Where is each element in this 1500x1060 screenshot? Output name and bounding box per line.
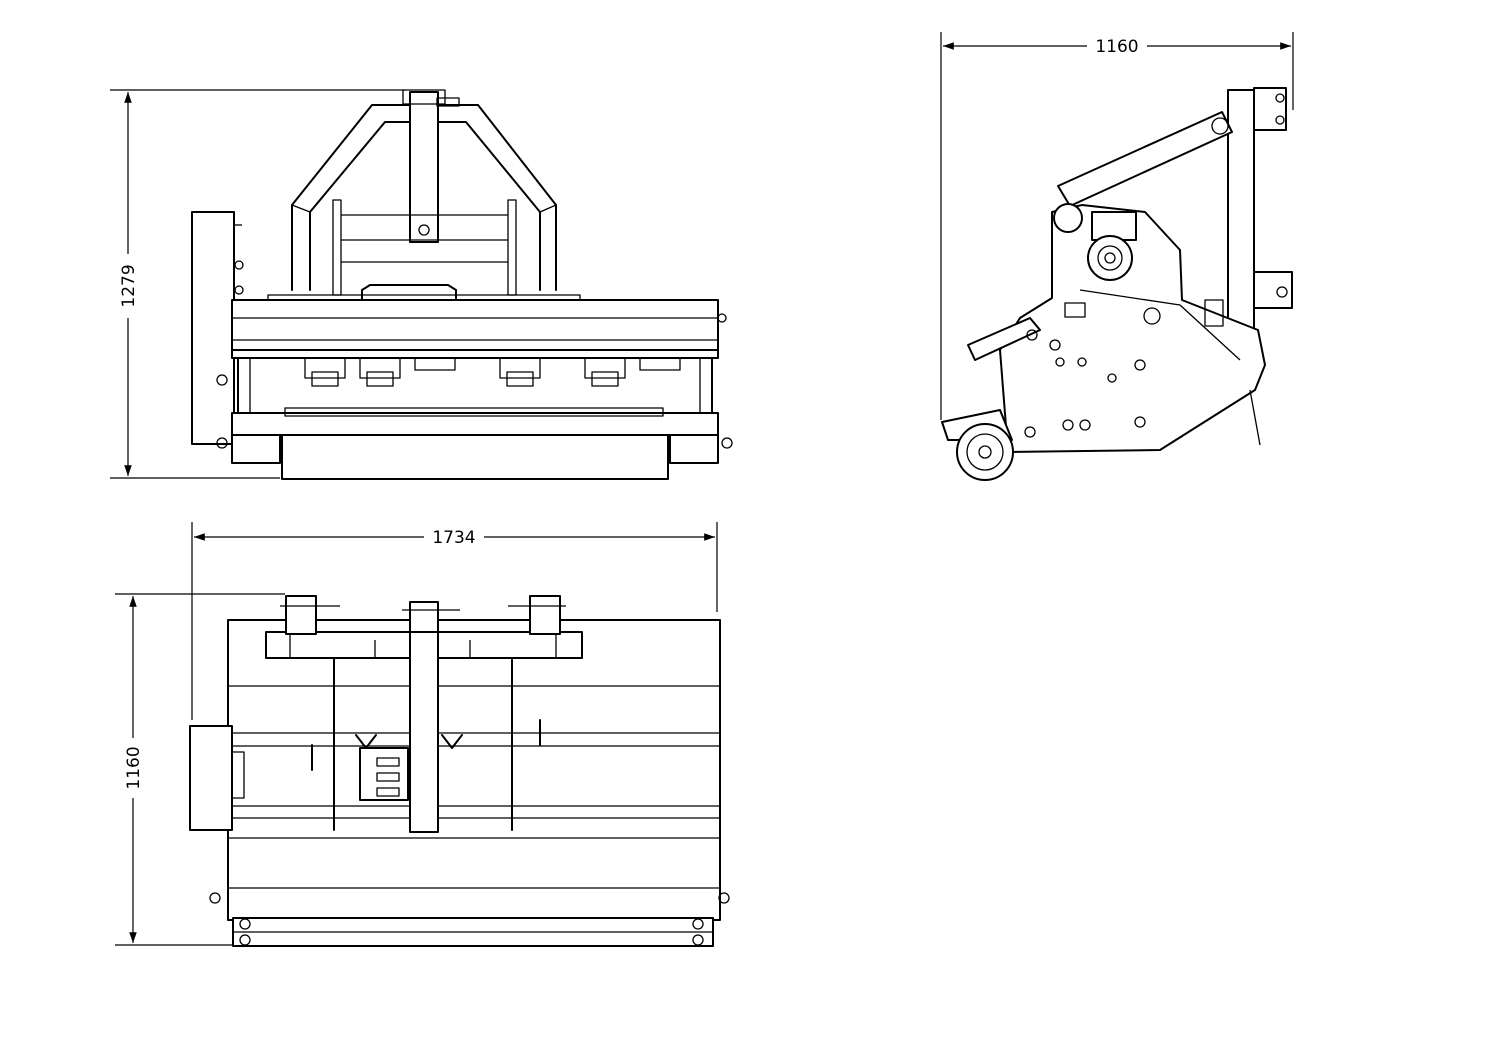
roller-guard: [284, 407, 664, 417]
bolt: [1049, 339, 1061, 351]
front-deflector: [967, 317, 1041, 361]
housing-edge: [1079, 289, 1241, 361]
lower-link-bracket: [1253, 271, 1293, 309]
bolt: [239, 918, 251, 930]
roller-bearing-right: [669, 434, 719, 464]
bolt: [1026, 329, 1038, 341]
bolt: [1077, 357, 1087, 367]
bolt: [1024, 426, 1036, 438]
dimension-label-front-height: 1279: [119, 264, 139, 307]
clamp: [1064, 302, 1086, 318]
rear-roller: [281, 434, 669, 480]
pto-gear: [1087, 235, 1133, 281]
yoke: [441, 734, 463, 749]
mast-top-bracket: [1253, 87, 1287, 131]
top-view: [189, 595, 730, 947]
dimension-label-top-width: 1734: [432, 528, 475, 548]
dimension-side-width: 1160: [940, 32, 1294, 420]
bolt: [234, 260, 244, 270]
belt-cover: [191, 211, 235, 445]
housing-rail: [231, 349, 719, 359]
bolt: [1079, 419, 1091, 431]
bolt: [717, 313, 727, 323]
pivot: [1211, 117, 1229, 135]
right-link-bracket: [529, 595, 561, 635]
slot: [376, 772, 400, 782]
pivot-arm: [1053, 203, 1083, 233]
housing-top-tube: [231, 299, 719, 351]
flail-knife: [359, 357, 401, 387]
housing-body: [237, 357, 713, 414]
bolt: [718, 892, 730, 904]
flail-knife: [414, 357, 456, 371]
top-link-post: [409, 91, 439, 243]
gearbox-plate: [359, 747, 409, 801]
dimension-top-depth: 1160: [115, 593, 285, 946]
slot: [376, 787, 400, 797]
yoke: [355, 734, 377, 749]
gearbox-block: [1091, 211, 1137, 241]
dimension-label-top-depth: 1160: [124, 746, 144, 789]
dimension-top-width: 1734: [191, 522, 718, 720]
flail-knife: [304, 357, 346, 387]
top-link-bracket: [409, 601, 439, 633]
side-view: [941, 87, 1293, 481]
rear-chain: [1249, 389, 1261, 446]
frame-upright: [332, 199, 342, 296]
top-link-bolt: [436, 97, 460, 107]
bolt: [234, 285, 244, 295]
roller-wheel: [956, 423, 1014, 481]
dimension-front-height: 1279: [110, 89, 405, 479]
dimension-label-side-width: 1160: [1095, 37, 1138, 57]
bolt: [692, 934, 704, 946]
pto-shaft: [1097, 245, 1123, 271]
center-tube: [409, 631, 439, 833]
bolt: [216, 437, 228, 449]
roller-bearing-left: [231, 434, 281, 464]
bolt: [1134, 359, 1146, 371]
bolt: [1062, 419, 1074, 431]
top-link-arm: [1057, 111, 1233, 207]
deck-outline: [227, 619, 721, 921]
front-view: [191, 89, 733, 480]
flail-knife: [499, 357, 541, 387]
roller-wheel-rim: [966, 433, 1004, 471]
bolt: [1275, 115, 1285, 125]
flail-knife: [584, 357, 626, 387]
bolt: [209, 892, 221, 904]
bolt: [1275, 93, 1285, 103]
roller-hub: [978, 445, 992, 459]
bolt: [692, 918, 704, 930]
bolt: [216, 374, 228, 386]
handle: [361, 284, 457, 301]
bolt: [239, 934, 251, 946]
a-frame-joint: [539, 204, 557, 213]
left-link-bracket: [285, 595, 317, 635]
bolt: [721, 437, 733, 449]
top-link-hole: [418, 224, 430, 236]
top-belt-cover: [189, 725, 233, 831]
a-frame-joint: [291, 204, 311, 213]
clamp: [1204, 299, 1224, 327]
slot: [376, 757, 400, 767]
top-link-pin: [402, 89, 446, 105]
bolt: [1055, 357, 1065, 367]
flail-knife: [639, 357, 681, 371]
bolt: [1276, 286, 1288, 298]
bolt: [1143, 307, 1161, 325]
pto-hub: [1104, 252, 1116, 264]
belt-cover-handle: [231, 751, 245, 799]
bolt: [1134, 416, 1146, 428]
frame-upright: [507, 199, 517, 296]
bolt: [1107, 373, 1117, 383]
